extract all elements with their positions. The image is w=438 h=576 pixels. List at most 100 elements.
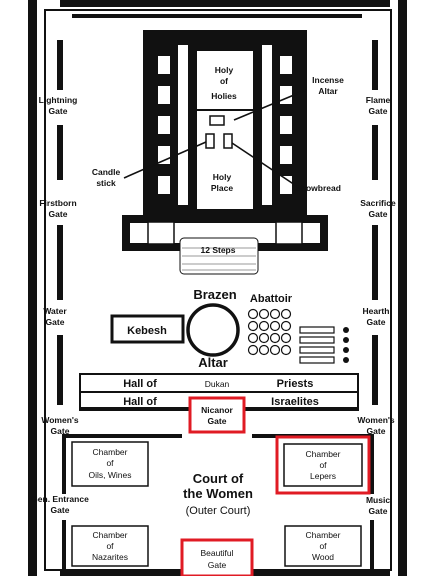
wall-seg-left-4 xyxy=(57,335,63,405)
gate-wall-segments xyxy=(57,14,378,405)
music-gate-label-2: Gate xyxy=(369,506,388,516)
porch-room-left xyxy=(147,221,175,245)
candlestick-shape xyxy=(205,133,215,149)
holy-of-holies-label-2: of xyxy=(220,76,228,86)
porch-wall-left xyxy=(122,215,130,251)
incense-altar-shape xyxy=(209,115,225,126)
wall-seg-right-1 xyxy=(372,40,378,90)
chamber-wood-label-2: of xyxy=(319,541,327,551)
chamber-wood-label-1: Chamber xyxy=(306,530,341,540)
chamber-nazarites-label-1: Chamber xyxy=(93,530,128,540)
water-gate-label-1: Water xyxy=(43,306,67,316)
flame-gate-label-2: Gate xyxy=(369,106,388,116)
chamber-lepers-label-1: Chamber xyxy=(306,449,341,459)
chamber-wood-label-3: Wood xyxy=(312,552,334,562)
porch-wall-top xyxy=(122,215,328,223)
altar-label: Altar xyxy=(198,355,228,370)
sacrifice-gate-label-2: Gate xyxy=(369,209,388,219)
wall-seg-right-4 xyxy=(372,335,378,405)
gen-entrance-gate-label-1: Gen. Entrance xyxy=(31,494,89,504)
nicanor-gate-label-1: Nicanor xyxy=(201,405,233,415)
nicanor-gate-highlight xyxy=(188,396,246,434)
candlestick-label-1: Candle xyxy=(92,167,121,177)
outer-wall-top xyxy=(60,0,390,7)
firstborn-gate-label-2: Gate xyxy=(49,209,68,219)
abattoir-rings xyxy=(247,308,292,356)
side-chambers xyxy=(158,45,292,205)
sanctuary-roof xyxy=(143,30,307,38)
holy-of-holies-label-1: Holy xyxy=(215,65,234,75)
outer-court-subtitle: (Outer Court) xyxy=(186,505,251,517)
sanctuary-wall-left xyxy=(143,30,151,220)
holy-place-label-1: Holy xyxy=(213,172,232,182)
chamber-nazarites-label-3: Nazarites xyxy=(92,552,128,562)
nicanor-gate-label-2: Gate xyxy=(208,416,227,426)
abattoir-label: Abattoir xyxy=(250,293,293,305)
porch-wall-right xyxy=(320,215,328,251)
steps-label: 12 Steps xyxy=(201,245,236,255)
chamber-wood xyxy=(284,525,362,567)
hall-of-israelites-left-label: Hall of xyxy=(123,396,157,408)
wall-seg-top xyxy=(72,14,362,18)
candlestick-label-2: stick xyxy=(96,178,116,188)
candlestick-arrow xyxy=(123,141,207,179)
chamber-oils-label-3: Oils, Wines xyxy=(89,470,132,480)
kebesh-ramp xyxy=(110,314,185,344)
chamber-lepers-label-2: of xyxy=(319,460,327,470)
water-gate-label-2: Gate xyxy=(46,317,65,327)
showbread-shape xyxy=(223,133,233,149)
brazen-altar-circle xyxy=(186,303,240,357)
sanctuary-wall-right xyxy=(299,30,307,220)
chamber-nazarites xyxy=(71,525,149,567)
womens-gate-right-label-2: Gate xyxy=(367,426,386,436)
sacrifice-gate-label-1: Sacrifice xyxy=(360,198,396,208)
hall-of-israelites-right-label: Israelites xyxy=(271,396,319,408)
dukan-label: Dukan xyxy=(205,379,230,389)
chamber-lepers-label-3: Lepers xyxy=(310,471,336,481)
womens-gate-right-label-1: Women's xyxy=(357,415,395,425)
wall-seg-right-2 xyxy=(372,125,378,180)
outer-wall-left xyxy=(28,0,37,576)
incense-altar-label-2: Altar xyxy=(318,86,338,96)
music-gate-label-1: Music xyxy=(366,495,390,505)
chamber-oils-wines xyxy=(71,441,149,487)
wall-seg-left-3 xyxy=(57,225,63,300)
outer-wall-right xyxy=(398,0,407,576)
brazen-label: Brazen xyxy=(193,287,236,302)
holy-place-label-2: Place xyxy=(211,183,233,193)
chamber-oils-label-1: Chamber xyxy=(93,447,128,457)
gen-entrance-gate-label-2: Gate xyxy=(51,505,70,515)
incense-arrow xyxy=(233,89,307,121)
lightning-gate-label-2: Gate xyxy=(49,106,68,116)
kebesh-label: Kebesh xyxy=(127,325,167,337)
beautiful-gate-label-1: Beautiful xyxy=(200,548,233,558)
beautiful-gate-highlight xyxy=(180,538,254,576)
pointer-arrows xyxy=(123,89,307,188)
wall-seg-left-1 xyxy=(57,40,63,90)
porch-room-right xyxy=(275,221,303,245)
sanctuary-building xyxy=(122,30,328,275)
beautiful-gate-label-2: Gate xyxy=(208,560,227,570)
chamber-of-lepers xyxy=(283,443,363,487)
court-of-women-title-1: Court of xyxy=(193,471,244,486)
chamber-nazarites-label-2: of xyxy=(106,541,114,551)
sanctum-chamber xyxy=(195,49,255,211)
incense-altar-label-1: Incense xyxy=(312,75,344,85)
womens-gate-left-label-2: Gate xyxy=(51,426,70,436)
hearth-gate-label-1: Hearth xyxy=(363,306,390,316)
hall-of-priests-right-label: Priests xyxy=(277,378,314,390)
lightning-gate-label-1: Lightning xyxy=(39,95,78,105)
firstborn-gate-label-1: Firstborn xyxy=(39,198,76,208)
womens-gate-left-label-1: Women's xyxy=(41,415,79,425)
abattoir-tables xyxy=(299,326,349,364)
flame-gate-label-1: Flame xyxy=(366,95,391,105)
chamber-oils-label-2: of xyxy=(106,458,114,468)
wall-seg-left-2 xyxy=(57,125,63,180)
hall-of-priests-left-label: Hall of xyxy=(123,378,157,390)
steps-shape xyxy=(179,237,259,275)
court-of-women-title-2: the Women xyxy=(183,486,253,501)
showbread-label: Showbread xyxy=(295,183,341,193)
wall-seg-right-3 xyxy=(372,225,378,300)
